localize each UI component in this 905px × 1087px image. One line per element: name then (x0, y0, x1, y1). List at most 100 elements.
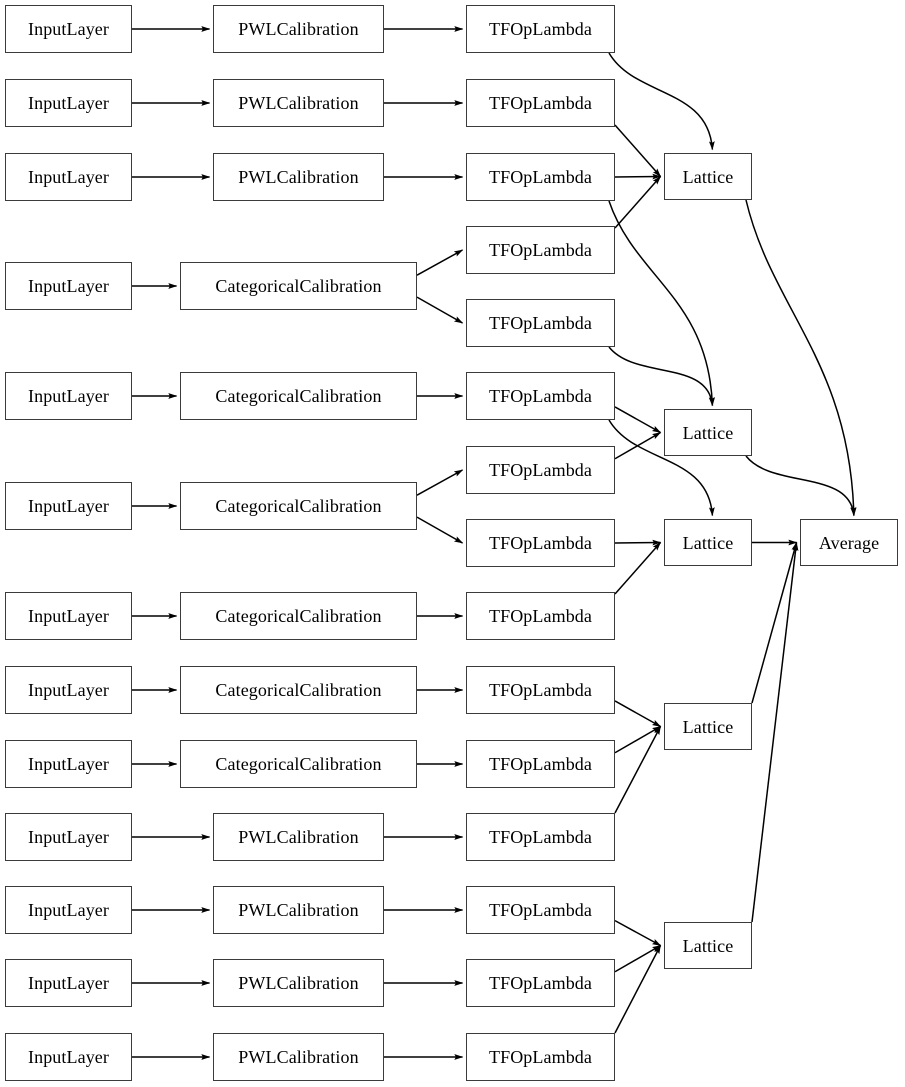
node-label: PWLCalibration (238, 19, 359, 39)
edge-tf5-to-lat2 (608, 346, 715, 407)
node-cal4[interactable]: CategoricalCalibration (180, 262, 417, 310)
edge-tf9-to-lat3 (614, 541, 662, 595)
node-label: InputLayer (28, 827, 109, 847)
node-cal2[interactable]: PWLCalibration (213, 79, 384, 127)
node-cal7[interactable]: CategoricalCalibration (180, 592, 417, 640)
node-tf1[interactable]: TFOpLambda (466, 5, 615, 53)
node-label: TFOpLambda (489, 167, 592, 187)
node-cal5[interactable]: CategoricalCalibration (180, 372, 417, 420)
node-tf6[interactable]: TFOpLambda (466, 372, 615, 420)
node-label: PWLCalibration (238, 827, 359, 847)
node-in1[interactable]: InputLayer (5, 5, 132, 53)
node-label: InputLayer (28, 1047, 109, 1067)
node-label: TFOpLambda (489, 900, 592, 920)
node-cal12[interactable]: PWLCalibration (213, 959, 384, 1007)
node-in5[interactable]: InputLayer (5, 372, 132, 420)
node-in10[interactable]: InputLayer (5, 813, 132, 861)
node-in12[interactable]: InputLayer (5, 959, 132, 1007)
node-tf15[interactable]: TFOpLambda (466, 1033, 615, 1081)
node-in3[interactable]: InputLayer (5, 153, 132, 201)
node-label: InputLayer (28, 973, 109, 993)
edge-tf3-to-lat1 (614, 173, 662, 180)
node-label: CategoricalCalibration (215, 276, 382, 296)
node-label: InputLayer (28, 496, 109, 516)
node-label: PWLCalibration (238, 1047, 359, 1067)
node-label: TFOpLambda (489, 460, 592, 480)
node-cal11[interactable]: PWLCalibration (213, 886, 384, 934)
node-avg[interactable]: Average (800, 519, 898, 566)
node-label: PWLCalibration (238, 973, 359, 993)
node-tf8[interactable]: TFOpLambda (466, 519, 615, 567)
node-tf12[interactable]: TFOpLambda (466, 813, 615, 861)
node-tf7[interactable]: TFOpLambda (466, 446, 615, 494)
node-label: TFOpLambda (489, 19, 592, 39)
node-label: TFOpLambda (489, 973, 592, 993)
node-cal8[interactable]: CategoricalCalibration (180, 666, 417, 714)
node-label: InputLayer (28, 93, 109, 113)
node-label: Lattice (682, 532, 734, 553)
node-lat2[interactable]: Lattice (664, 409, 752, 456)
node-tf10[interactable]: TFOpLambda (466, 666, 615, 714)
node-label: InputLayer (28, 167, 109, 187)
node-label: CategoricalCalibration (215, 606, 382, 626)
edge-cal6-to-tf8 (416, 516, 464, 544)
node-label: PWLCalibration (238, 900, 359, 920)
node-tf3[interactable]: TFOpLambda (466, 153, 615, 201)
node-in4[interactable]: InputLayer (5, 262, 132, 310)
node-in8[interactable]: InputLayer (5, 666, 132, 714)
node-lat4[interactable]: Lattice (664, 703, 752, 750)
edge-tf12-to-lat4 (614, 725, 662, 814)
node-cal3[interactable]: PWLCalibration (213, 153, 384, 201)
node-cal13[interactable]: PWLCalibration (213, 1033, 384, 1081)
node-lat3[interactable]: Lattice (664, 519, 752, 566)
edge-tf15-to-lat5 (614, 944, 662, 1034)
node-in13[interactable]: InputLayer (5, 1033, 132, 1081)
edge-cal4-to-tf4 (416, 249, 464, 276)
edge-cal4-to-tf5 (416, 296, 464, 324)
node-tf13[interactable]: TFOpLambda (466, 886, 615, 934)
edge-lat1-to-avg (745, 199, 857, 517)
node-lat5[interactable]: Lattice (664, 922, 752, 969)
node-cal9[interactable]: CategoricalCalibration (180, 740, 417, 788)
node-tf5[interactable]: TFOpLambda (466, 299, 615, 347)
node-tf9[interactable]: TFOpLambda (466, 592, 615, 640)
node-tf2[interactable]: TFOpLambda (466, 79, 615, 127)
node-label: PWLCalibration (238, 93, 359, 113)
node-in9[interactable]: InputLayer (5, 740, 132, 788)
node-cal10[interactable]: PWLCalibration (213, 813, 384, 861)
edge-tf11-to-lat4 (614, 725, 662, 754)
node-label: TFOpLambda (489, 827, 592, 847)
node-in11[interactable]: InputLayer (5, 886, 132, 934)
node-label: CategoricalCalibration (215, 386, 382, 406)
node-label: Lattice (682, 935, 734, 956)
node-in6[interactable]: InputLayer (5, 482, 132, 530)
edge-tf13-to-lat5 (614, 919, 662, 947)
node-label: TFOpLambda (489, 386, 592, 406)
node-lat1[interactable]: Lattice (664, 153, 752, 200)
node-label: TFOpLambda (489, 93, 592, 113)
node-label: InputLayer (28, 680, 109, 700)
node-label: InputLayer (28, 900, 109, 920)
node-label: CategoricalCalibration (215, 754, 382, 774)
edge-tf10-to-lat4 (614, 700, 662, 728)
edge-lat5-to-avg (751, 541, 799, 923)
edge-tf8-to-lat3 (614, 539, 662, 546)
node-tf4[interactable]: TFOpLambda (466, 226, 615, 274)
node-cal1[interactable]: PWLCalibration (213, 5, 384, 53)
edge-tf6-to-lat2 (614, 406, 662, 434)
node-tf11[interactable]: TFOpLambda (466, 740, 615, 788)
edge-tf7-to-lat2 (614, 431, 662, 460)
node-in2[interactable]: InputLayer (5, 79, 132, 127)
node-label: TFOpLambda (489, 533, 592, 553)
node-label: CategoricalCalibration (215, 496, 382, 516)
node-label: Average (818, 532, 880, 553)
node-label: TFOpLambda (489, 1047, 592, 1067)
edge-tf4-to-lat1 (614, 175, 662, 229)
node-in7[interactable]: InputLayer (5, 592, 132, 640)
node-cal6[interactable]: CategoricalCalibration (180, 482, 417, 530)
node-label: InputLayer (28, 276, 109, 296)
node-tf14[interactable]: TFOpLambda (466, 959, 615, 1007)
node-label: InputLayer (28, 606, 109, 626)
edge-tf14-to-lat5 (614, 944, 662, 973)
